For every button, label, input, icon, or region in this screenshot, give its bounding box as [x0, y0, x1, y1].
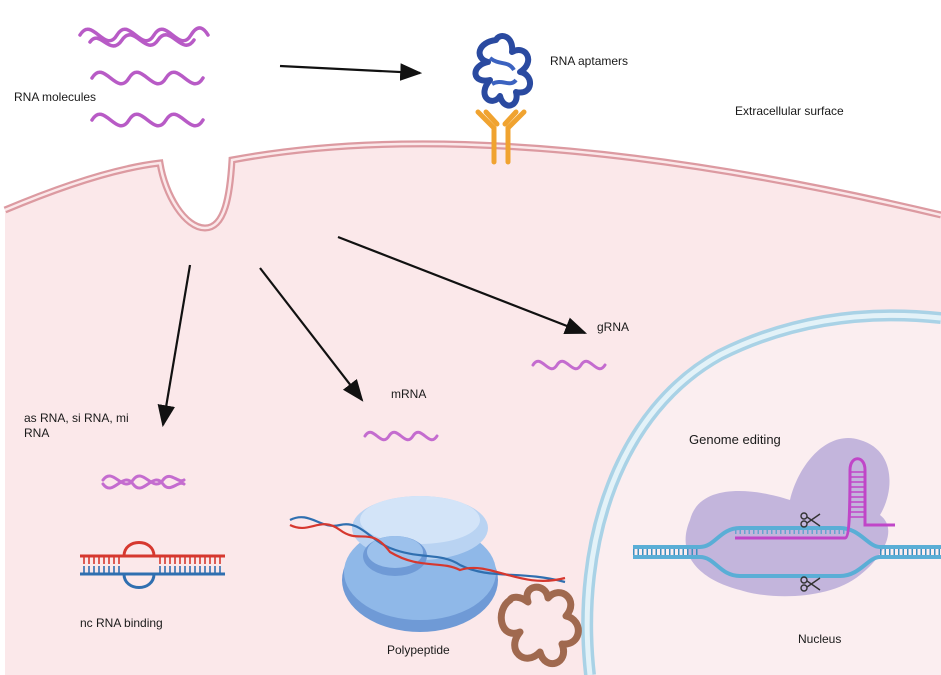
cas9-complex-icon — [685, 438, 890, 597]
label-genome-editing: Genome editing — [689, 432, 781, 447]
small-rna-strands-icon — [101, 474, 186, 490]
grna-strand-icon — [531, 359, 607, 371]
label-polypeptide: Polypeptide — [387, 643, 450, 657]
label-rna-molecules: RNA molecules — [14, 90, 97, 104]
polypeptide-icon — [497, 583, 582, 667]
label-nucleus: Nucleus — [798, 632, 842, 646]
scissors-icon-top — [800, 512, 821, 528]
guide-rna-in-complex-icon — [735, 457, 895, 540]
arrow-to-grna — [337, 235, 588, 335]
ncrna-binding-duplex-icon — [80, 541, 225, 589]
translated-mrna-strand — [289, 516, 566, 584]
ribosome-icon — [342, 496, 498, 632]
label-rna-aptamers: RNA aptamers — [550, 54, 629, 68]
guide-rna-stem-rungs — [850, 471, 865, 518]
arrow-to-mrna — [259, 267, 364, 402]
mrna-strand-icon — [363, 430, 439, 442]
label-as-si-mi-rna: as RNA, si RNA, mi RNA — [24, 411, 129, 440]
arrow-to-small-rna — [157, 264, 192, 428]
label-mrna: mRNA — [391, 387, 427, 401]
rna-molecules-icon — [78, 26, 210, 128]
label-grna: gRNA — [597, 320, 630, 334]
label-extracellular-surface: Extracellular surface — [735, 104, 844, 118]
dna-double-strand-icon — [633, 526, 941, 578]
nucleus-envelope-inner — [584, 312, 941, 675]
label-nc-rna-binding: nc RNA binding — [80, 616, 163, 630]
rna-aptamer-icon — [472, 33, 533, 109]
receptor-icon — [475, 109, 527, 165]
scissors-icon-bottom — [800, 576, 821, 592]
cell-membrane-inner — [4, 142, 941, 230]
arrow-to-aptamers — [279, 63, 423, 81]
